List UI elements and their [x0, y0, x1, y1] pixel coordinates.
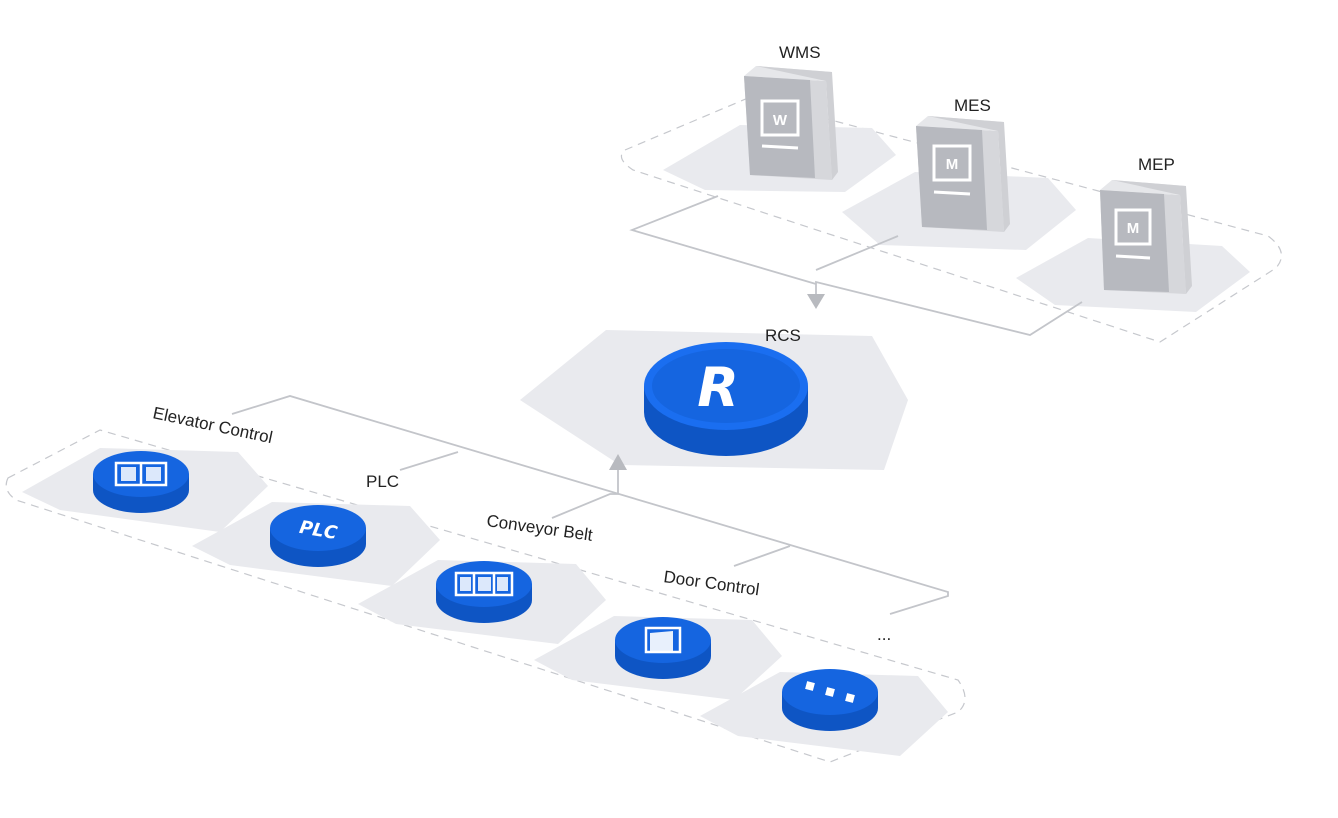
rcs-glyph: R [697, 356, 739, 419]
mes-glyph: M [946, 156, 959, 173]
top-systems-group: W WMS M MES M MEP [620, 43, 1283, 343]
up-arrow-to-rcs [609, 454, 627, 470]
rcs-hub-icon: R [644, 342, 808, 456]
devices-group: Elevator Control PLC PLC Conveyor Belt [5, 395, 966, 763]
elevator-label: Elevator Control [151, 403, 274, 447]
plc-label: PLC [366, 472, 399, 491]
wms-link-line [629, 195, 817, 285]
door-icon [615, 617, 711, 679]
more-label: ... [877, 625, 891, 644]
conveyor-label: Conveyor Belt [485, 511, 594, 545]
mep-server-icon: M [1100, 180, 1192, 294]
device-bus-line [231, 395, 949, 615]
mes-label: MES [954, 96, 991, 115]
mep-label: MEP [1138, 155, 1175, 174]
mep-glyph: M [1127, 220, 1140, 237]
conveyor-link-line [551, 470, 619, 519]
rcs-node: R RCS [520, 326, 908, 470]
mes-server-icon: M [916, 116, 1010, 232]
elevator-icon [93, 451, 189, 513]
wms-label: WMS [779, 43, 821, 62]
conveyor-icon [436, 561, 532, 623]
wms-server-icon: W [744, 66, 838, 180]
plc-icon: PLC [270, 505, 366, 567]
rcs-label: RCS [765, 326, 801, 345]
door-link-line [733, 545, 791, 567]
door-label: Door Control [662, 567, 760, 599]
mep-link-line [815, 280, 1083, 336]
mes-link-line [815, 235, 899, 271]
plc-link-line [399, 451, 459, 471]
top-systems-group-outline [620, 97, 1283, 343]
down-arrow-to-rcs [807, 294, 825, 309]
more-icon [782, 669, 878, 731]
wms-glyph: W [773, 112, 788, 129]
